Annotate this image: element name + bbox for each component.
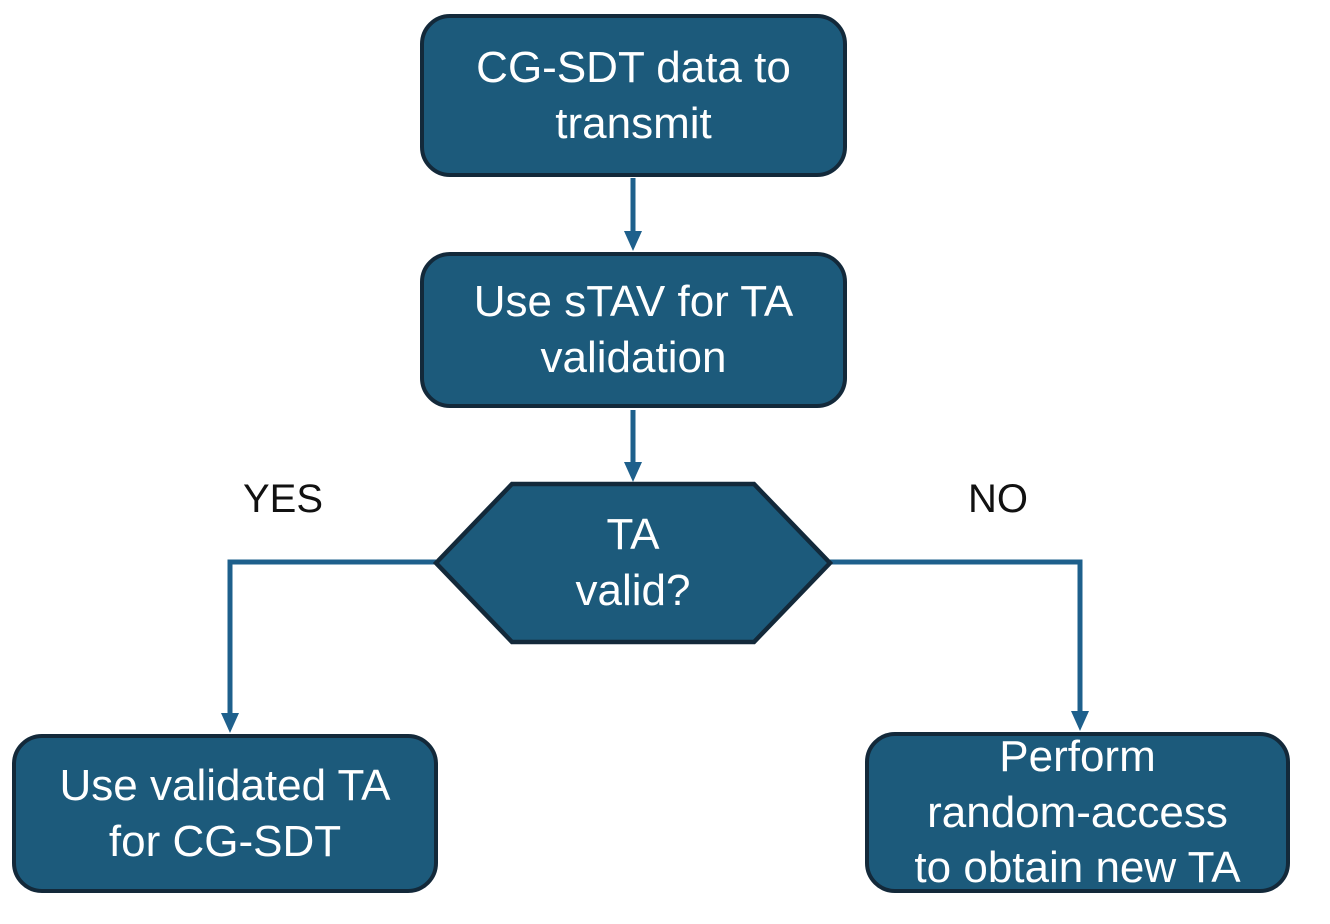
node-validate: Use sTAV for TA validation <box>420 252 847 408</box>
node-start-label: CG-SDT data to transmit <box>476 42 791 148</box>
node-decision-label: TA valid? <box>575 510 691 615</box>
arrowhead-start-to-validate <box>624 231 642 251</box>
edge-label-no: NO <box>968 477 1028 521</box>
edge-decision-to-yes <box>227 559 436 716</box>
node-decision-label-container: TA valid? <box>483 497 783 629</box>
edge-label-yes: YES <box>243 477 324 521</box>
node-start: CG-SDT data to transmit <box>420 14 847 177</box>
node-yes-outcome-label: Use validated TA for CG-SDT <box>59 760 391 866</box>
edge-decision-to-no <box>830 559 1083 714</box>
decision-node-shape <box>432 481 834 645</box>
node-yes-outcome: Use validated TA for CG-SDT <box>12 734 438 893</box>
node-validate-label: Use sTAV for TA validation <box>473 277 794 382</box>
arrowhead-decision-to-yes <box>221 713 239 733</box>
node-no-outcome-label: Perform random-access to obtain new TA <box>914 731 1241 893</box>
node-no-outcome: Perform random-access to obtain new TA <box>865 732 1290 893</box>
arrowhead-decision-to-no <box>1071 711 1089 731</box>
arrowhead-validate-to-decision <box>624 462 642 482</box>
